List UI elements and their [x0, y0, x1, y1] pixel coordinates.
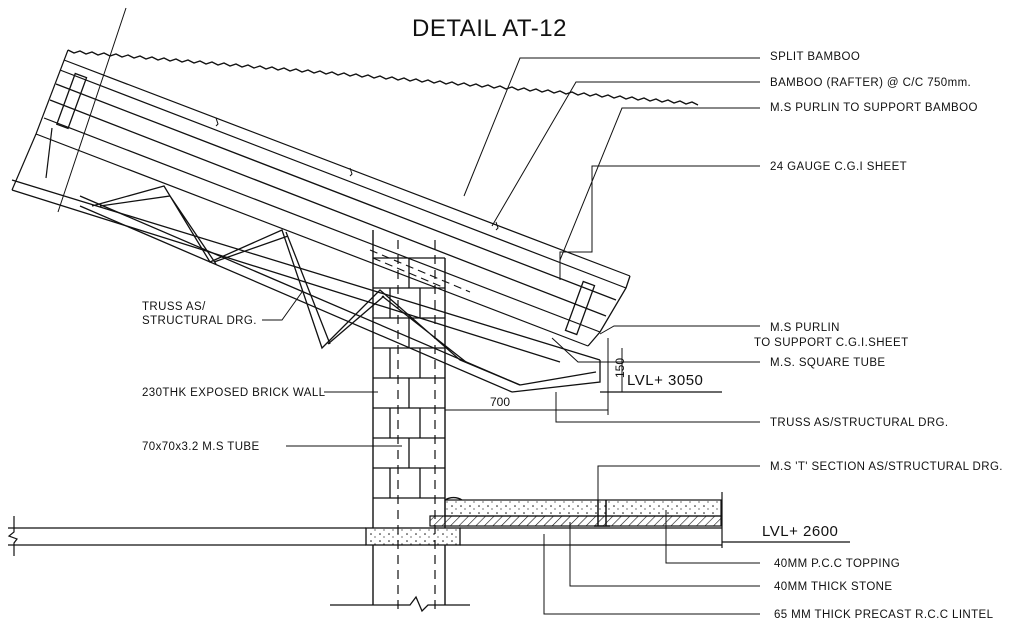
truss-bottom-chord-inner — [79, 205, 513, 393]
leader-lines — [57, 7, 760, 615]
leader-pcc-topping — [665, 510, 760, 564]
bamboo-rafter-top — [55, 83, 617, 301]
dimensions: 700 150 LVL+ 3050 LVL+ 2600 — [445, 338, 850, 543]
label-ms-purlin-bamboo: M.S PURLIN TO SUPPORT BAMBOO — [770, 102, 978, 114]
thick-stone — [429, 515, 722, 527]
split-bamboo-line — [59, 69, 627, 289]
leader-top-break — [57, 7, 127, 213]
label-ms-tube: 70x70x3.2 M.S TUBE — [142, 441, 260, 453]
floor-slab — [7, 492, 723, 556]
leader-bamboo-rafter — [491, 81, 760, 227]
purlin-band-top — [43, 117, 601, 333]
truss-web-members — [91, 185, 521, 386]
purlin-bracket-top — [55, 72, 88, 130]
truss-left-hang — [45, 127, 53, 179]
wall-break-line — [330, 595, 470, 613]
leader-thick-stone — [569, 522, 760, 587]
roof-assembly — [11, 49, 699, 347]
lvl-2600-text: LVL+ 2600 — [762, 523, 838, 540]
leader-precast-lintel — [543, 534, 760, 615]
dim-700-text: 700 — [490, 395, 510, 409]
label-cgi-sheet: 24 GAUGE C.G.I SHEET — [770, 161, 907, 173]
leader-square-tube — [551, 337, 760, 363]
label-truss-left-2: STRUCTURAL DRG. — [142, 315, 257, 327]
leader-truss-right — [555, 392, 760, 423]
floor-break-left — [7, 516, 18, 556]
leader-ms-purlin — [599, 325, 760, 335]
drawing-title: DETAIL AT-12 — [412, 15, 567, 42]
cgi-sheet-corrugation — [67, 49, 699, 106]
leader-t-section — [597, 465, 760, 504]
label-truss-right: TRUSS AS/STRUCTURAL DRG. — [770, 417, 949, 429]
label-ms-purlin-1: M.S PURLIN — [770, 322, 840, 334]
precast-lintel — [365, 527, 461, 546]
lvl-3050-text: LVL+ 3050 — [627, 372, 703, 389]
label-ms-purlin-2: TO SUPPORT C.G.I.SHEET — [754, 337, 909, 349]
cgi-sheet-underside — [63, 59, 631, 277]
label-pcc-topping: 40MM P.C.C TOPPING — [774, 558, 900, 570]
label-truss-left-1: TRUSS AS/ — [142, 301, 206, 313]
cleat-marks — [215, 117, 499, 231]
label-split-bamboo: SPLIT BAMBOO — [770, 51, 860, 63]
label-ms-square-tube: M.S. SQUARE TUBE — [770, 357, 885, 369]
leader-ms-purlin-bamboo — [559, 107, 760, 261]
leader-truss-left — [262, 291, 303, 321]
label-precast-lintel: 65 MM THICK PRECAST R.C.C LINTEL — [774, 609, 994, 621]
purlin-band-bottom — [35, 133, 589, 347]
dim-150-text: 150 — [613, 358, 627, 378]
truss — [11, 127, 601, 393]
purlin-bracket-eave — [564, 280, 596, 336]
leader-split-bamboo — [463, 57, 760, 197]
leader-cgi-sheet — [559, 165, 760, 280]
bamboo-rafter-bottom — [49, 99, 607, 317]
wall-top-cut — [372, 257, 446, 289]
label-thick-stone: 40MM THICK STONE — [774, 581, 892, 593]
truss-top-chord-inner — [11, 189, 561, 363]
pcc-topping — [444, 499, 722, 517]
brick-wall — [330, 230, 470, 613]
eave-end-cap — [587, 275, 631, 347]
t-section — [594, 500, 610, 527]
truss-top-chord — [11, 179, 601, 361]
label-t-section: M.S 'T' SECTION AS/STRUCTURAL DRG. — [770, 461, 1003, 473]
label-brick-wall: 230THK EXPOSED BRICK WALL — [142, 387, 326, 399]
hidden-member — [369, 249, 471, 293]
roof-cut-left-1 — [35, 49, 69, 135]
truss-eave-connection — [511, 360, 601, 393]
truss-bottom-chord — [79, 195, 521, 386]
label-bamboo-rafter: BAMBOO (RAFTER) @ C/C 750mm. — [770, 77, 971, 89]
